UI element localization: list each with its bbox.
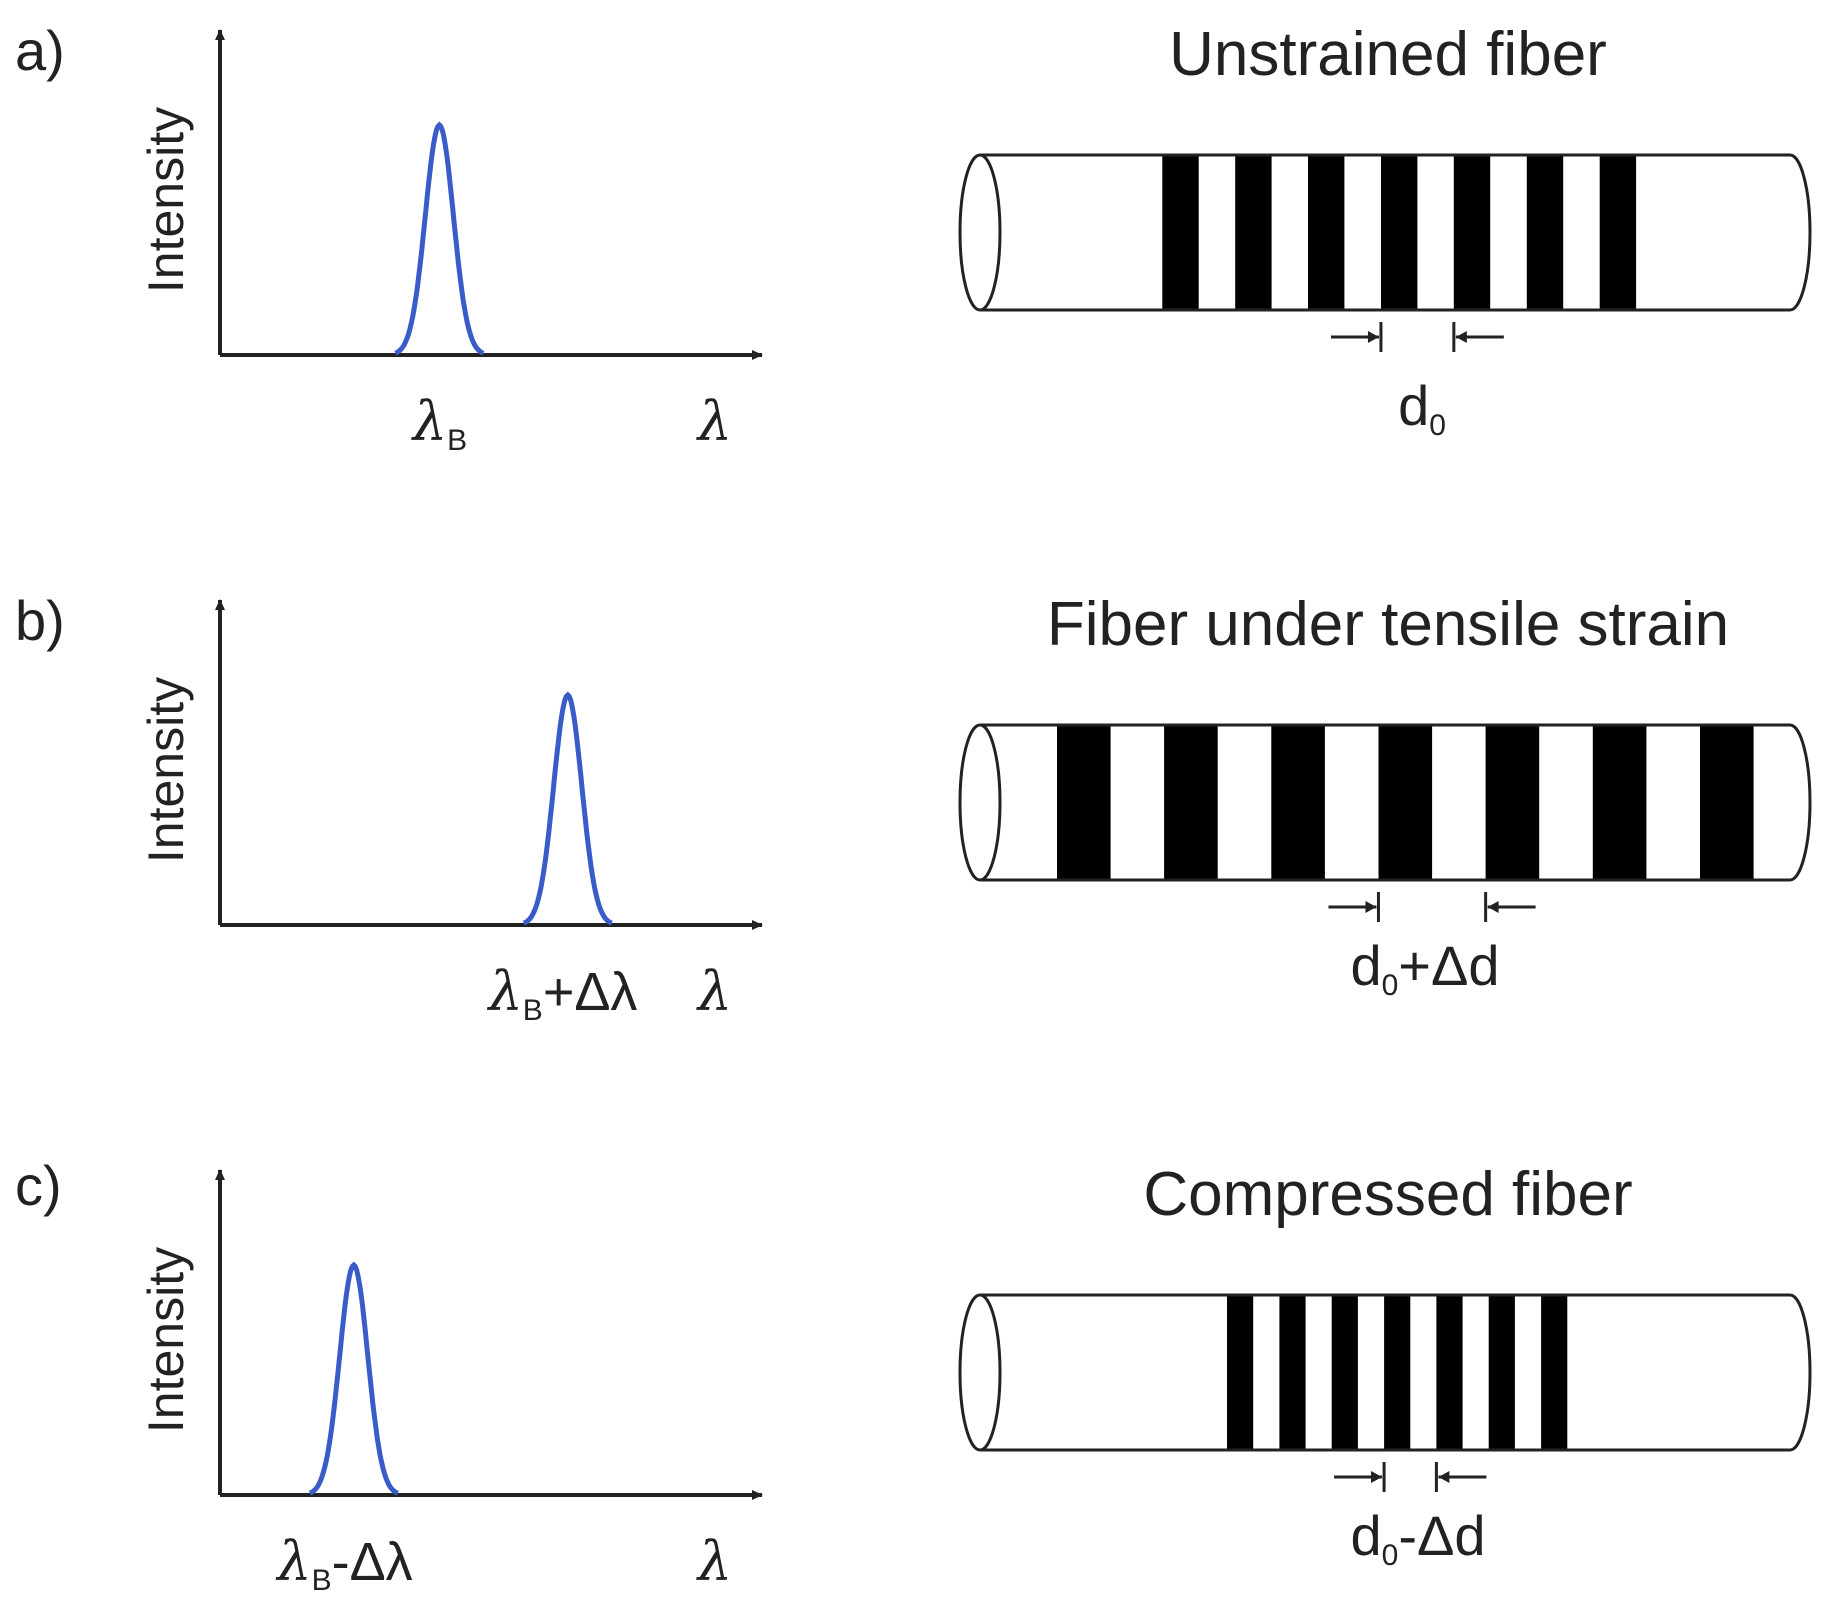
- fiber-a: [958, 153, 1812, 312]
- grating-band: [1592, 725, 1647, 880]
- grating-period-label-b: d0+Δd: [1350, 934, 1499, 1002]
- grating-band: [1485, 725, 1540, 880]
- y-axis-title-b: Intensity: [138, 677, 194, 863]
- x-axis-symbol-c: λ: [696, 1530, 732, 1593]
- grating-band: [1381, 155, 1418, 310]
- grating-bands-a: [1162, 155, 1637, 310]
- grating-band: [1057, 725, 1111, 880]
- reflection-peak-c: [308, 1261, 399, 1496]
- grating-band: [1384, 1295, 1411, 1450]
- grating-band: [1700, 725, 1754, 880]
- grating-band: [1331, 1295, 1358, 1450]
- grating-period-marker-b: [1328, 892, 1536, 922]
- spectrum-plot-b: Intensity λB+Δλ λ: [138, 599, 763, 1027]
- grating-band: [1164, 725, 1218, 880]
- fiber-b: [958, 723, 1812, 882]
- fiber-front-end-c: [958, 1293, 1002, 1452]
- period-arrowhead-left: [1365, 901, 1377, 913]
- spectrum-plot-a: Intensity λB λ: [138, 29, 763, 457]
- panel-letter-b: b): [15, 589, 65, 652]
- x-axis-symbol-a: λ: [696, 390, 732, 453]
- peak-label-a: λB: [411, 390, 467, 457]
- fiber-title-b: Fiber under tensile strain: [1047, 590, 1729, 659]
- period-arrowhead-left: [1371, 1471, 1383, 1483]
- period-arrowhead-right: [1487, 901, 1499, 913]
- grating-band: [1279, 1295, 1306, 1450]
- grating-bands-c: [1227, 1295, 1568, 1450]
- panel-c: c) Intensity λB-Δλ λ Compressed fiber: [15, 1154, 1812, 1597]
- y-axis-title-a: Intensity: [138, 107, 194, 293]
- fiber-front-end-b: [958, 723, 1002, 882]
- period-arrowhead-right: [1455, 331, 1467, 343]
- panel-a: a) Intensity λB λ Unstrained fiber: [15, 19, 1812, 457]
- grating-bands-b: [1057, 725, 1754, 880]
- grating-band: [1271, 725, 1325, 880]
- fiber-back-end-a: [1789, 153, 1812, 312]
- fiber-front-end-a: [958, 153, 1002, 312]
- grating-band: [1378, 725, 1433, 880]
- grating-band: [1162, 155, 1199, 310]
- fiber-back-end-c: [1789, 1293, 1812, 1452]
- reflection-peak-b: [522, 691, 613, 926]
- grating-band: [1541, 1295, 1568, 1450]
- peak-label-c: λB-Δλ: [275, 1530, 412, 1597]
- grating-band: [1235, 155, 1272, 310]
- reflection-peak-a: [394, 121, 485, 356]
- grating-period-label-a: d0: [1398, 374, 1446, 442]
- period-arrowhead-left: [1367, 331, 1379, 343]
- grating-band: [1526, 155, 1564, 310]
- grating-band: [1599, 155, 1637, 310]
- grating-period-marker-c: [1334, 1462, 1487, 1492]
- panel-letter-a: a): [15, 19, 65, 82]
- fiber-title-a: Unstrained fiber: [1169, 20, 1607, 89]
- grating-band: [1436, 1295, 1463, 1450]
- fiber-back-end-b: [1789, 723, 1812, 882]
- fiber-c: [958, 1293, 1812, 1452]
- grating-band: [1308, 155, 1345, 310]
- y-axis-title-c: Intensity: [138, 1247, 194, 1433]
- x-axis-symbol-b: λ: [696, 960, 732, 1023]
- grating-period-marker-a: [1330, 322, 1504, 352]
- panel-letter-c: c): [15, 1154, 62, 1217]
- grating-period-label-c: d0-Δd: [1350, 1504, 1485, 1572]
- period-arrowhead-right: [1438, 1471, 1450, 1483]
- peak-label-b: λB+Δλ: [487, 960, 638, 1027]
- grating-band: [1488, 1295, 1515, 1450]
- panel-b: b) Intensity λB+Δλ λ Fiber under tensile…: [15, 589, 1812, 1027]
- spectrum-plot-c: Intensity λB-Δλ λ: [138, 1169, 763, 1597]
- grating-band: [1227, 1295, 1254, 1450]
- grating-band: [1453, 155, 1491, 310]
- fiber-title-c: Compressed fiber: [1143, 1160, 1632, 1229]
